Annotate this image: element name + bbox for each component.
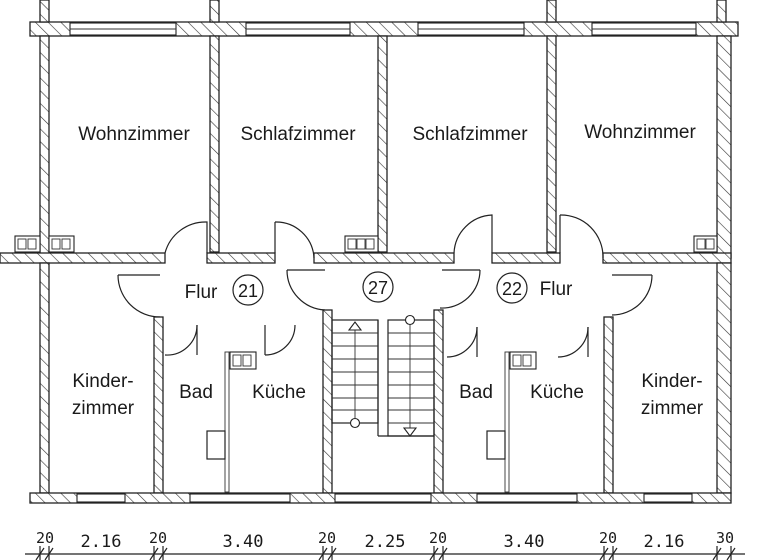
svg-text:21: 21 bbox=[238, 281, 258, 301]
unit-number-21: 21 bbox=[232, 274, 264, 306]
dimension-line: 20 2.16 20 3.40 20 2.25 20 3.40 20 2.16 … bbox=[25, 529, 745, 560]
room-schlafzimmer-left: Schlafzimmer bbox=[240, 124, 356, 145]
room-kinderzimmer-left-line2: zimmer bbox=[72, 398, 135, 419]
svg-text:27: 27 bbox=[368, 278, 388, 298]
dim-wall-1: 20 bbox=[36, 529, 54, 547]
bath-fixture-right bbox=[486, 430, 506, 460]
dim-wall-6: 30 bbox=[716, 529, 734, 547]
unit-number-27: 27 bbox=[362, 271, 394, 303]
room-kueche-right: Küche bbox=[530, 382, 584, 403]
room-kueche-left: Küche bbox=[252, 382, 306, 403]
dim-span-5: 2.16 bbox=[644, 532, 685, 552]
dim-wall-3: 20 bbox=[318, 529, 336, 547]
room-kinderzimmer-right-line1: Kinder- bbox=[641, 371, 702, 392]
upper-vertical-walls bbox=[39, 35, 732, 259]
lower-vertical-walls bbox=[39, 262, 732, 494]
upper-stubs bbox=[39, 0, 727, 23]
dim-span-4: 3.40 bbox=[504, 532, 545, 552]
vent-blocks bbox=[14, 235, 718, 370]
room-wohnzimmer-left: Wohnzimmer bbox=[78, 124, 190, 145]
svg-text:22: 22 bbox=[502, 279, 522, 299]
dim-span-3: 2.25 bbox=[365, 532, 406, 552]
room-flur-left: Flur bbox=[185, 282, 218, 303]
middle-wall bbox=[0, 252, 732, 264]
door-swings bbox=[117, 214, 653, 358]
dim-span-1: 2.16 bbox=[81, 532, 122, 552]
room-bad-left: Bad bbox=[179, 382, 213, 403]
bottom-wall bbox=[29, 492, 732, 504]
room-schlafzimmer-right: Schlafzimmer bbox=[412, 124, 528, 145]
dim-span-2: 3.40 bbox=[223, 532, 264, 552]
top-wall bbox=[29, 21, 739, 37]
dim-wall-2: 20 bbox=[149, 529, 167, 547]
dim-wall-4: 20 bbox=[429, 529, 447, 547]
room-kinderzimmer-left-line1: Kinder- bbox=[72, 371, 133, 392]
dim-wall-5: 20 bbox=[599, 529, 617, 547]
staircase bbox=[331, 314, 435, 437]
room-wohnzimmer-right: Wohnzimmer bbox=[584, 122, 696, 143]
unit-number-22: 22 bbox=[496, 272, 528, 304]
bath-fixture-left bbox=[206, 430, 226, 460]
room-flur-right: Flur bbox=[540, 279, 573, 300]
room-bad-right: Bad bbox=[459, 382, 493, 403]
room-kinderzimmer-right-line2: zimmer bbox=[641, 398, 704, 419]
